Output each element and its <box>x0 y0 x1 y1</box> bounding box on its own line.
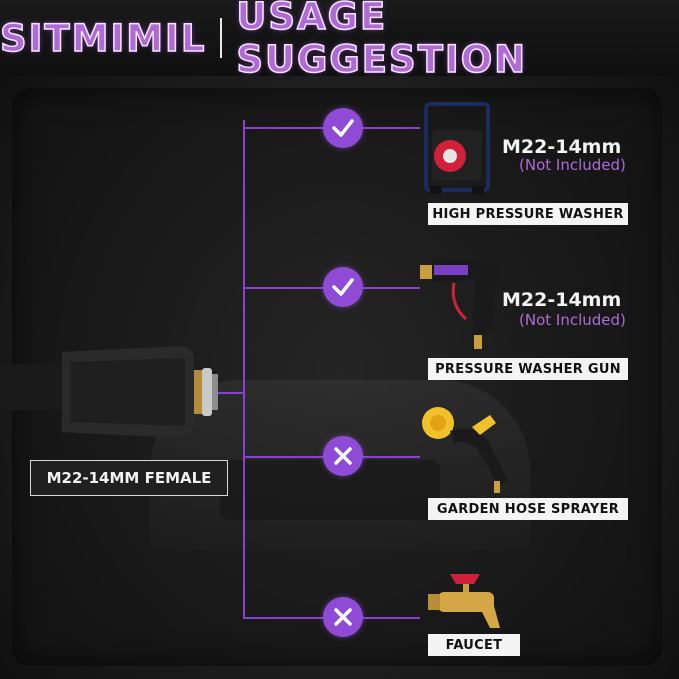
spec-text-2: M22-14mm <box>502 289 622 311</box>
item-label-3: GARDEN HOSE SPRAYER <box>428 498 628 520</box>
m22-female-fitting-image <box>0 346 218 438</box>
item-label-4-text: FAUCET <box>445 637 503 653</box>
connector-stub-line <box>214 392 243 394</box>
pressure-washer-image <box>424 102 490 194</box>
item-label-2: PRESSURE WASHER GUN <box>428 358 628 380</box>
header-divider <box>220 18 223 58</box>
page-title: USAGE SUGGESTION <box>236 0 528 82</box>
item-label-1: HIGH PRESSURE WASHER <box>428 203 628 225</box>
x-icon <box>323 597 363 637</box>
item-label-4: FAUCET <box>428 634 520 656</box>
fitting-label-text: M22-14MM FEMALE <box>46 469 212 487</box>
brand-name: SITMIMIL <box>0 16 207 61</box>
check-icon <box>323 267 363 307</box>
item-label-2-text: PRESSURE WASHER GUN <box>435 361 621 377</box>
note-text-1: (Not Included) <box>519 156 626 174</box>
spec-text-1: M22-14mm <box>502 136 622 158</box>
item-label-3-text: GARDEN HOSE SPRAYER <box>436 501 620 517</box>
pressure-washer-gun-image <box>420 261 498 349</box>
item-label-1-text: HIGH PRESSURE WASHER <box>432 206 624 222</box>
check-icon <box>323 108 363 148</box>
faucet-image <box>428 574 500 628</box>
note-text-2: (Not Included) <box>519 311 626 329</box>
x-icon <box>323 436 363 476</box>
fitting-label: M22-14MM FEMALE <box>30 460 228 496</box>
header-bar: SITMIMIL USAGE SUGGESTION <box>0 0 679 82</box>
connector-vertical-line <box>243 120 245 617</box>
garden-hose-sprayer-image <box>422 407 508 493</box>
